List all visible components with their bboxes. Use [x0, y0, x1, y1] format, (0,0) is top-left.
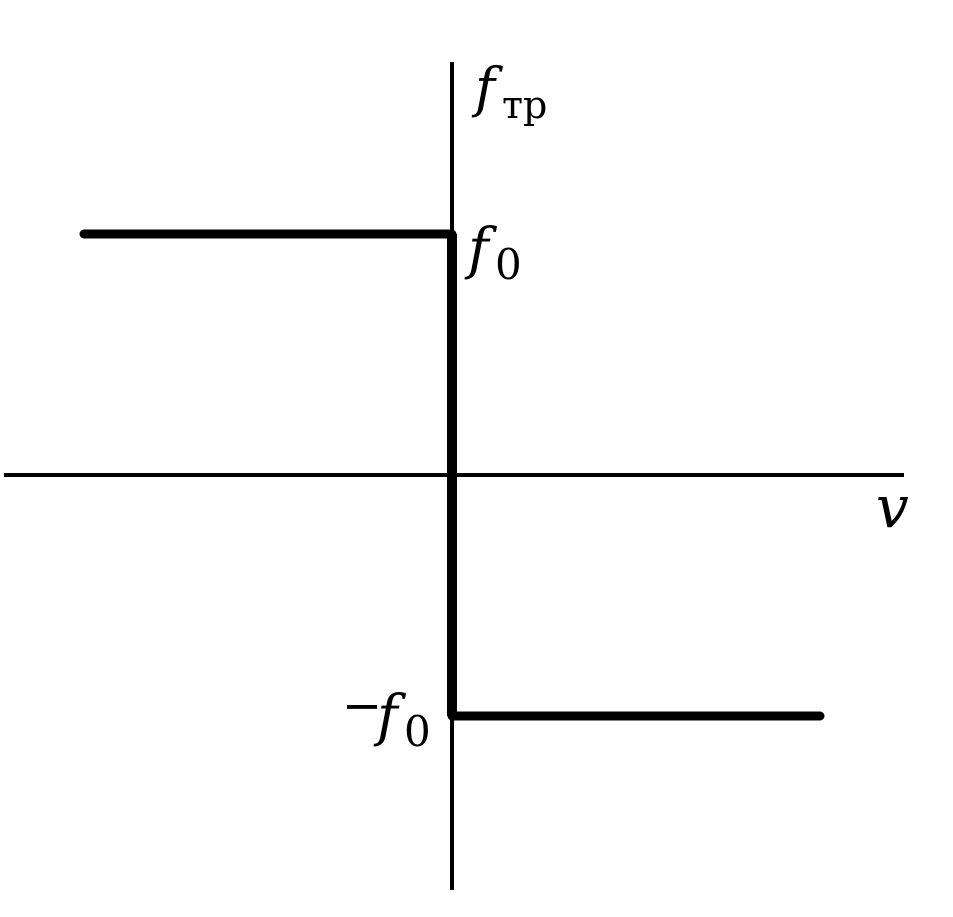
lower-level-label: f [373, 684, 407, 749]
lower-level-label-subscript: 0 [404, 707, 431, 756]
upper-level-label: f [464, 217, 498, 282]
lower-level-label-sign: − [342, 678, 382, 734]
y-axis-label: f [471, 56, 503, 119]
upper-level-label-subscript: 0 [495, 240, 522, 289]
y-axis-label-subscript: тр [502, 83, 547, 127]
x-axis-label: v [876, 473, 909, 541]
